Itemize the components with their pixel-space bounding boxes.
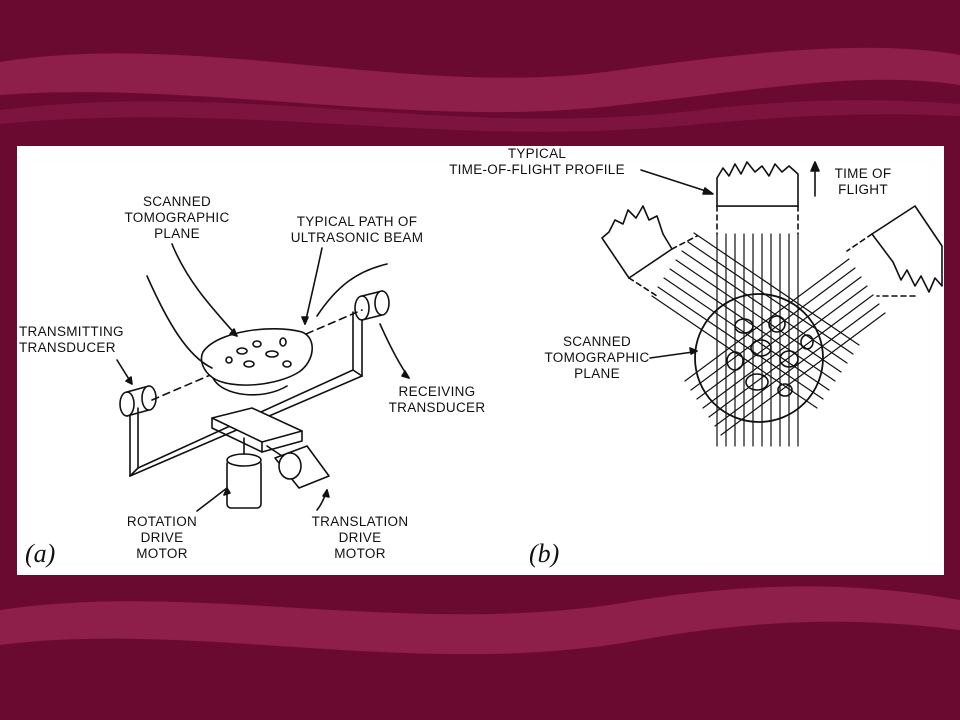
diagram-canvas: [116, 161, 943, 512]
translation-carriage: [211, 407, 303, 453]
frame-right-post: [352, 311, 363, 377]
profile-top: [716, 161, 799, 207]
frame-left-post: [129, 407, 139, 477]
label-beam-path: TYPICAL PATH OF ULTRASONIC BEAM: [290, 214, 424, 245]
apparatus-diagram: [116, 243, 410, 512]
specimen-section: [200, 327, 313, 396]
translation-motor: [266, 445, 330, 489]
label-scanned-plane-b: SCANNED TOMOGRAPHIC PLANE: [544, 334, 650, 381]
label-scanned-plane-a: SCANNED TOMOGRAPHIC PLANE: [124, 194, 230, 241]
label-transmitting: TRANSMITTING TRANSDUCER: [19, 324, 124, 355]
swoosh-top: [0, 47, 960, 113]
leader-profile: [640, 169, 710, 193]
right-oblique-beams: [684, 258, 886, 436]
label-translation-motor: TRANSLATION DRIVE MOTOR: [311, 514, 409, 561]
figure-panel: SCANNED TOMOGRAPHIC PLANE TYPICAL PATH O…: [17, 146, 944, 575]
leader-scanned-plane-b: [649, 351, 694, 359]
swoosh-top-thin: [0, 100, 960, 132]
label-receiving: RECEIVING TRANSDUCER: [388, 384, 486, 415]
label-time-of-flight: TIME OF FLIGHT: [834, 166, 892, 197]
leader-scanned-plane-a: [171, 243, 238, 337]
label-rotation-motor: ROTATION DRIVE MOTOR: [126, 514, 198, 561]
leader-receiving: [379, 323, 410, 379]
curve-beam-sweep: [146, 263, 388, 369]
rotation-motor: [226, 437, 262, 509]
subfigure-label-b: (b): [529, 539, 560, 568]
label-profile: TYPICAL TIME-OF-FLIGHT PROFILE: [449, 146, 625, 177]
frame-base-side: [129, 369, 363, 477]
swoosh-bottom: [0, 586, 960, 655]
leader-rotation-motor: [196, 487, 228, 512]
receiving-transducer: [354, 290, 390, 321]
scanned-plane-circle: [694, 293, 824, 423]
profile-left: [601, 205, 698, 297]
tomography-diagram: [601, 161, 943, 447]
transmitting-transducer: [119, 385, 157, 417]
subfigure-label-a: (a): [25, 539, 56, 568]
profile-right: [846, 205, 943, 297]
profile-dashed-leaders: [716, 205, 799, 235]
arrow-heads-a: [125, 316, 410, 498]
time-arrow-head: [810, 161, 820, 172]
specimen-features-b: [726, 315, 814, 397]
arrow-heads-b: [689, 187, 714, 355]
